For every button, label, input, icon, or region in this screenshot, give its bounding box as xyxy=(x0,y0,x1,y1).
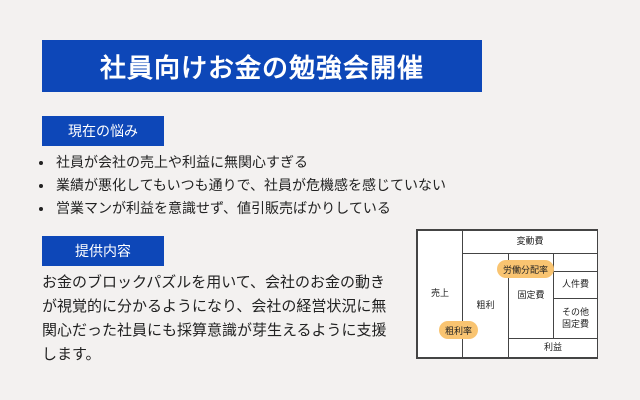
offer-description: お金のブロックパズルを用いて、会社のお金の動きが視覚的に分かるようになり、会社の… xyxy=(42,273,387,363)
labor-share-tag: 労働分配率 xyxy=(497,260,555,278)
sales-label: 売上 xyxy=(430,289,449,299)
profit-block: 利益 xyxy=(508,338,598,358)
section-label-current-issues: 現在の悩み xyxy=(42,116,164,146)
gross-margin-rate-tag: 粗利率 xyxy=(439,321,479,339)
block-puzzle-diagram: 売上 変動費 粗利 固定費 人件費 その他 固定費 利益 労働分配率 粗利率 xyxy=(416,229,598,359)
fixed-cost-label: 固定費 xyxy=(517,291,545,301)
variable-cost-label: 変動費 xyxy=(516,237,544,247)
list-item: 社員が会社の売上や利益に無関心すぎる xyxy=(54,152,446,175)
section-label-offer: 提供内容 xyxy=(42,236,164,266)
profit-label: 利益 xyxy=(543,343,562,353)
personnel-cost-label: 人件費 xyxy=(561,280,589,290)
other-fixed-cost-block: その他 固定費 xyxy=(553,298,598,339)
other-fixed-cost-label: その他 xyxy=(561,307,589,318)
sales-block: 売上 xyxy=(417,230,463,358)
page-title: 社員向けお金の勉強会開催 xyxy=(42,40,482,92)
variable-cost-block: 変動費 xyxy=(462,230,598,254)
issues-list: 社員が会社の売上や利益に無関心すぎる 業績が悪化してもいつも通りで、社員が危機感… xyxy=(36,152,446,221)
other-fixed-cost-label-2: 固定費 xyxy=(561,319,589,330)
personnel-cost-block: 人件費 xyxy=(553,271,598,299)
list-item: 業績が悪化してもいつも通りで、社員が危機感を感じていない xyxy=(54,175,446,198)
list-item: 営業マンが利益を意識せず、値引販売ばかりしている xyxy=(54,198,446,221)
gross-profit-label: 粗利 xyxy=(476,300,495,311)
fixed-cost-top-block xyxy=(553,253,598,272)
